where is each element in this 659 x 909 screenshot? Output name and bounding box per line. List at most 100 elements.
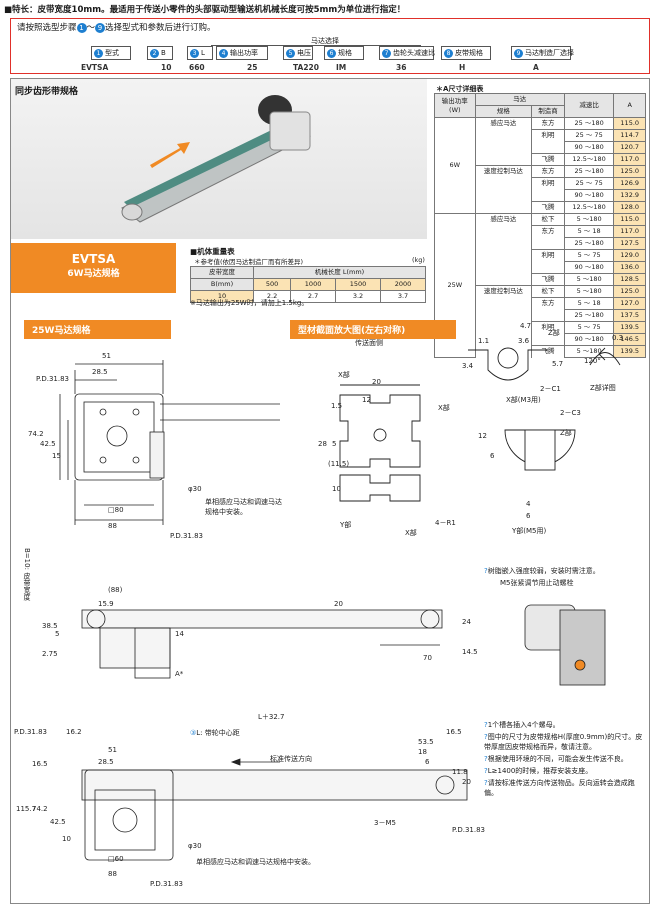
- top-phi30: φ30: [188, 842, 202, 850]
- weight-row-b: 10: [189, 290, 255, 303]
- side-view-drawing: [81, 609, 443, 679]
- profile-d11-5: (11.5): [328, 460, 350, 468]
- dim-sq80: □80: [108, 506, 124, 514]
- profile-y: Y部: [340, 521, 352, 529]
- step-label: L: [201, 49, 205, 57]
- col-motor: 马达: [474, 93, 565, 106]
- top-20: 20: [462, 778, 471, 786]
- side-2-75: 2.75: [42, 650, 58, 658]
- step-label: 型式: [105, 49, 119, 57]
- step-number-circle: 2: [150, 49, 159, 58]
- product-code: EVTSA: [71, 252, 116, 266]
- section-25w-header: 25W马达规格: [24, 320, 171, 339]
- y-z: Z部: [560, 429, 572, 437]
- note-item: ?1个槽各插入4个螺母。: [484, 721, 560, 729]
- end-view-drawing: [524, 604, 606, 686]
- order-example-value: TA220: [293, 63, 319, 72]
- profile-face: 传送面侧: [355, 339, 383, 347]
- dim-28-5: 28.5: [92, 368, 108, 376]
- side-14: 14: [175, 630, 184, 638]
- order-example-value: 660: [189, 63, 205, 72]
- col-power: 输出功率(W): [434, 93, 476, 118]
- dim-88: 88: [108, 522, 117, 530]
- top-view-drawing: [81, 758, 468, 861]
- feature-line: ■特长：皮带宽度10mm。最适用于传送小零件的头部驱动型输送机机械长度可按5mm…: [4, 5, 406, 15]
- weight-footnote: ※马达输出为25W时，请加上1.5kg。: [190, 299, 309, 307]
- step-label: 马达制造厂选择: [525, 49, 574, 57]
- x-detail-drawing: [468, 347, 548, 381]
- dim-15: 15: [52, 452, 61, 460]
- z-detail-label: Z部详图: [590, 384, 616, 392]
- note-icon: ?: [484, 755, 488, 763]
- side-24: 24: [462, 618, 471, 626]
- top-88: 88: [108, 870, 117, 878]
- profile-x3: X部: [405, 529, 417, 537]
- top-28-5: 28.5: [98, 758, 114, 766]
- x-m3-label: X部(M3用): [506, 396, 541, 404]
- profile-d12: 12: [362, 396, 371, 404]
- motor-25w-drawing: [59, 360, 280, 525]
- weight-header-b: 皮带宽度: [189, 266, 255, 279]
- y-d6: 6: [490, 452, 495, 460]
- z-0-3: 0.3: [612, 334, 624, 342]
- y-detail-drawing: [504, 429, 576, 471]
- weight-header-l: 机械长度 L(mm): [253, 266, 426, 279]
- note-item: ?图中的尺寸为皮带规格H(厚度0.9mm)的尺寸。皮带厚度因皮带规格而异，敬请注…: [484, 733, 643, 751]
- step-number-circle: 1: [94, 49, 103, 58]
- top-10: 10: [62, 835, 71, 843]
- dim-pd-2: P.D.31.83: [170, 532, 204, 540]
- top-16-2: 16.2: [66, 728, 82, 736]
- note-item: ?L≥1400的时候，推荐安装支座。: [484, 767, 593, 775]
- note-resin: ?树脂嵌入强度较弱，安装时需注意。: [484, 567, 600, 575]
- dim-phi30: φ30: [188, 485, 202, 493]
- step-number-circle: 8: [444, 49, 453, 58]
- top-51: 51: [108, 746, 117, 754]
- order-example-value: IM: [336, 63, 347, 72]
- profile-d5: 5: [332, 440, 337, 448]
- product-code-banner: EVTSA 6W马达规格: [11, 243, 176, 293]
- end-pulley: [121, 203, 143, 221]
- conveyor-photo: [121, 95, 311, 223]
- top-m5: 3－M5: [374, 819, 396, 827]
- step-number-circle: 3: [190, 49, 199, 58]
- top-74-2: 74.2: [32, 805, 48, 813]
- note-25w-2: 规格中安装。: [205, 508, 247, 516]
- step-number-circle: 5: [286, 49, 295, 58]
- note-25w-1: 单相感应马达和调速马达: [205, 498, 282, 506]
- top-6: 6: [425, 758, 430, 766]
- note-item: ?请按标准传送方向传送物品。反向运转会造成跑偏。: [484, 779, 635, 797]
- side-70: 70: [423, 654, 432, 662]
- step-circle: 9: [95, 23, 106, 33]
- profile-section-drawing: [339, 384, 421, 502]
- weight-note: ＊参考值(依因马达制造厂而有所差异): [194, 258, 304, 266]
- col-spec: 规格: [474, 105, 533, 118]
- dim-5-7: 5.7: [552, 360, 564, 368]
- note-icon: ?: [484, 767, 488, 775]
- top-53-5: 53.5: [418, 738, 434, 746]
- order-example-value: EVTSA: [81, 63, 109, 72]
- profile-d28: 28: [318, 440, 327, 448]
- note-icon: ?: [484, 721, 488, 729]
- pulley-circle: [106, 425, 128, 447]
- dim-2c1: 2－C1: [540, 385, 561, 393]
- step-number-circle: 7: [382, 49, 391, 58]
- profile-d20: 20: [372, 378, 381, 386]
